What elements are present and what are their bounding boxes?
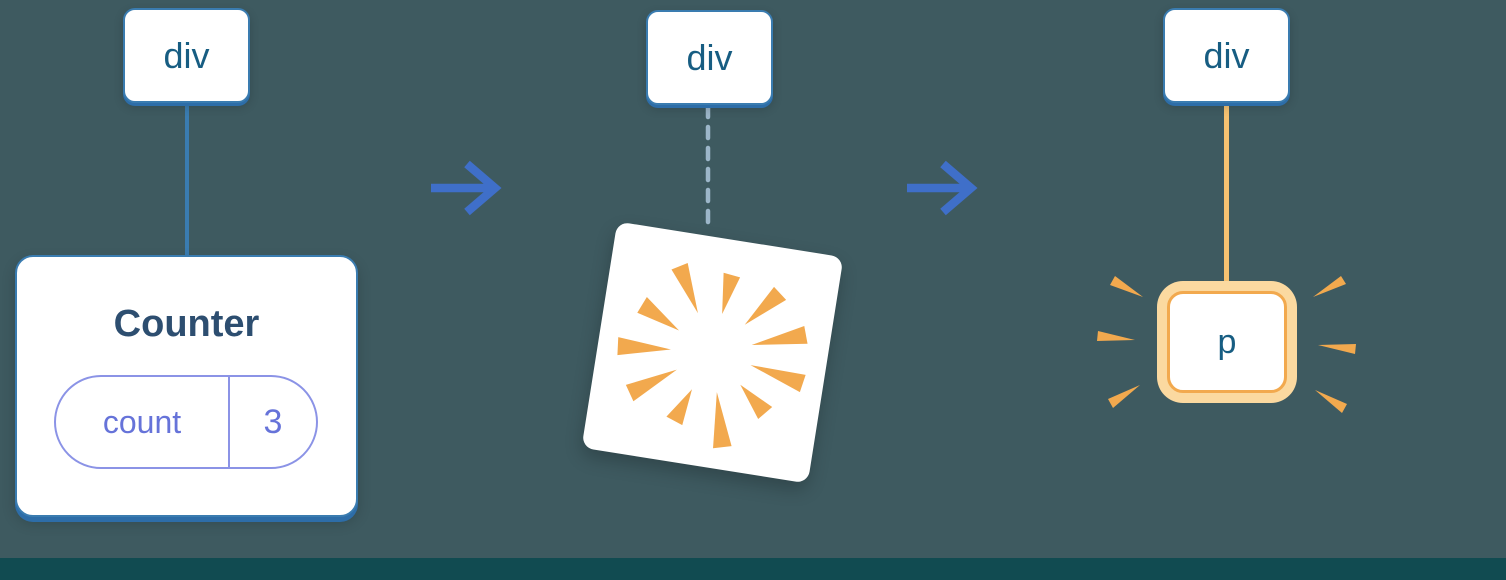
destroyed-component-card: [581, 221, 844, 484]
tag-box-div-during: div: [646, 10, 773, 105]
sparkle-rays-icon: [1097, 276, 1356, 413]
arrow-right-icon: [431, 160, 502, 216]
tag-label-before: div: [163, 34, 210, 76]
counter-component-card: Counter count 3: [15, 255, 358, 517]
tag-box-div-before: div: [123, 8, 250, 103]
state-value: 3: [228, 377, 316, 467]
tag-label-during: div: [686, 36, 733, 78]
state-pill: count 3: [54, 375, 318, 469]
dashed-connector-during: [705, 104, 711, 234]
bottom-strip: [0, 558, 1506, 580]
arrow-right-icon: [907, 160, 978, 216]
new-element-label: p: [1217, 322, 1237, 361]
tag-box-div-after: div: [1163, 8, 1290, 103]
connector-line-after: [1224, 101, 1229, 291]
new-element-highlight-ring: p: [1157, 281, 1297, 403]
tag-label-after: div: [1203, 34, 1250, 76]
new-element-box: p: [1167, 291, 1287, 393]
connector-line-before: [185, 101, 189, 257]
state-key: count: [102, 403, 182, 440]
component-title: Counter: [113, 303, 260, 345]
poof-burst-icon: [617, 263, 808, 449]
